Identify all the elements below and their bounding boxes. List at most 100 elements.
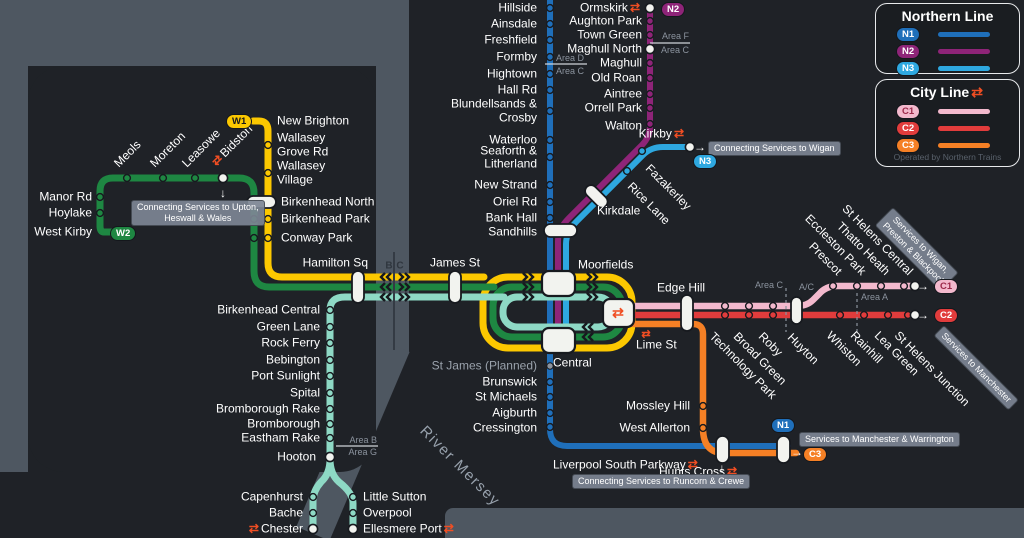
interchange-pill: [543, 223, 578, 238]
station-label-text: Lime St: [636, 337, 677, 352]
station-dot: [698, 401, 708, 411]
legend-northern-title: Northern Line: [901, 8, 994, 24]
station-dot: [263, 140, 273, 150]
station-label-text: West Allerton: [619, 420, 690, 435]
legend-row: C1: [876, 103, 1019, 120]
legend-line-swatch: [938, 66, 990, 71]
station-label: B: [385, 260, 392, 273]
line-badge: C3: [803, 447, 828, 462]
station-label: Brunswick: [482, 374, 537, 389]
station-label-text: Spital: [289, 385, 320, 400]
station-dot: [325, 355, 335, 365]
station-label: River Mersey: [416, 423, 503, 510]
legend-row: N2: [876, 43, 1019, 60]
station-label: James St: [430, 256, 480, 270]
direction-chevron: [522, 282, 535, 292]
station-dot: [325, 433, 335, 443]
station-label: New Brighton: [277, 114, 349, 128]
station-label: West Allerton: [619, 420, 690, 435]
station-label: Area C: [755, 280, 783, 290]
station-label-text: Hamilton Sq: [302, 255, 368, 270]
station-label: Oriel Rd: [493, 195, 537, 209]
station-label-text: Aughton Park: [569, 13, 642, 28]
station-dot: [883, 310, 893, 320]
station-label: Orrell Park: [585, 101, 642, 115]
direction-chevron: [581, 332, 594, 342]
station-dot: [545, 392, 555, 402]
station-dot: [876, 281, 886, 291]
direction-chevron: [398, 272, 411, 282]
connection-info-box: Connecting Services to Runcorn & Crewe: [572, 474, 751, 489]
interchange-pill: [715, 435, 730, 464]
station-label: New Strand: [474, 178, 537, 192]
direction-chevron: [398, 292, 411, 302]
station-label: Birkenhead Central: [217, 303, 320, 317]
station-dot: [545, 52, 555, 62]
station-label-text: Manor Rd: [39, 189, 92, 204]
national-rail-icon: ⇄: [641, 328, 651, 341]
station-label: Hillside: [498, 0, 537, 15]
arrow-right-icon: →: [791, 445, 803, 459]
station-label: Ormskirk⇄: [580, 1, 642, 15]
station-label-text: Area C: [754, 280, 783, 290]
interchange-square: [540, 326, 577, 355]
station-dot: [545, 69, 555, 79]
legend-line-swatch: [938, 126, 990, 131]
station-label-text: Hightown: [486, 66, 537, 81]
station-label-text: Central: [553, 355, 592, 370]
national-rail-icon: ⇄: [687, 457, 698, 472]
station-dot: [545, 213, 555, 223]
station-dot: [744, 310, 754, 320]
interchange-pill: [351, 270, 365, 304]
station-label: Seaforth &: [480, 144, 537, 158]
station-label: West Kirby: [34, 225, 92, 239]
station-dot: [545, 180, 555, 190]
station-label: Bromborough Rake: [216, 402, 320, 416]
station-label: Hooton: [277, 449, 316, 464]
station-label-text: Area C: [660, 45, 689, 55]
station-label-text: Town Green: [577, 27, 642, 42]
station-label-text: Capenhurst: [240, 489, 303, 504]
legend-line-badge: N2: [896, 44, 921, 59]
arrow-right-icon: →: [694, 140, 706, 154]
arrow-down-icon: ↓: [220, 186, 226, 200]
station-dot: [545, 106, 555, 116]
station-label-text: Bromborough: [247, 416, 320, 431]
station-label-text: Aintree: [603, 86, 642, 101]
interchange-square: [601, 297, 636, 329]
station-label: Freshfield: [484, 33, 537, 47]
station-dot: [859, 310, 869, 320]
station-label-text: Brunswick: [482, 374, 537, 389]
station-label-text: Hillside: [498, 0, 537, 15]
station-label: Ellesmere Port⇄: [363, 522, 456, 536]
station-label: Wallasey: [277, 131, 325, 145]
station-dot: [545, 152, 555, 162]
interchange-pill: [584, 184, 609, 209]
station-dot: [308, 492, 318, 502]
station-label: Formby: [496, 50, 537, 64]
wirral-panel: [28, 66, 376, 472]
station-label: Bank Hall: [486, 211, 537, 225]
station-dot: [645, 103, 655, 113]
station-label-text: Conway Park: [281, 230, 353, 245]
station-label-text: Maghull: [599, 55, 642, 70]
station-dot: [348, 492, 358, 502]
station-label: Green Lane: [257, 320, 320, 334]
station-label: Capenhurst: [240, 489, 303, 504]
direction-chevron: [586, 282, 599, 292]
station-label: Ainsdale: [491, 17, 537, 31]
station-label-text: Bebington: [265, 352, 320, 367]
legend-line-badge: C2: [896, 121, 921, 136]
station-label-text: Area D: [555, 53, 584, 63]
station-label: Hamilton Sq: [302, 255, 368, 270]
station-label-text: Hooton: [277, 449, 316, 464]
station-label: Area F: [662, 31, 689, 41]
station-dot: [645, 58, 655, 68]
station-dot: [720, 310, 730, 320]
frame-bottom-right: [445, 508, 1024, 538]
station-dot: [348, 508, 358, 518]
station-dot: [325, 419, 335, 429]
station-dot: [122, 173, 132, 183]
